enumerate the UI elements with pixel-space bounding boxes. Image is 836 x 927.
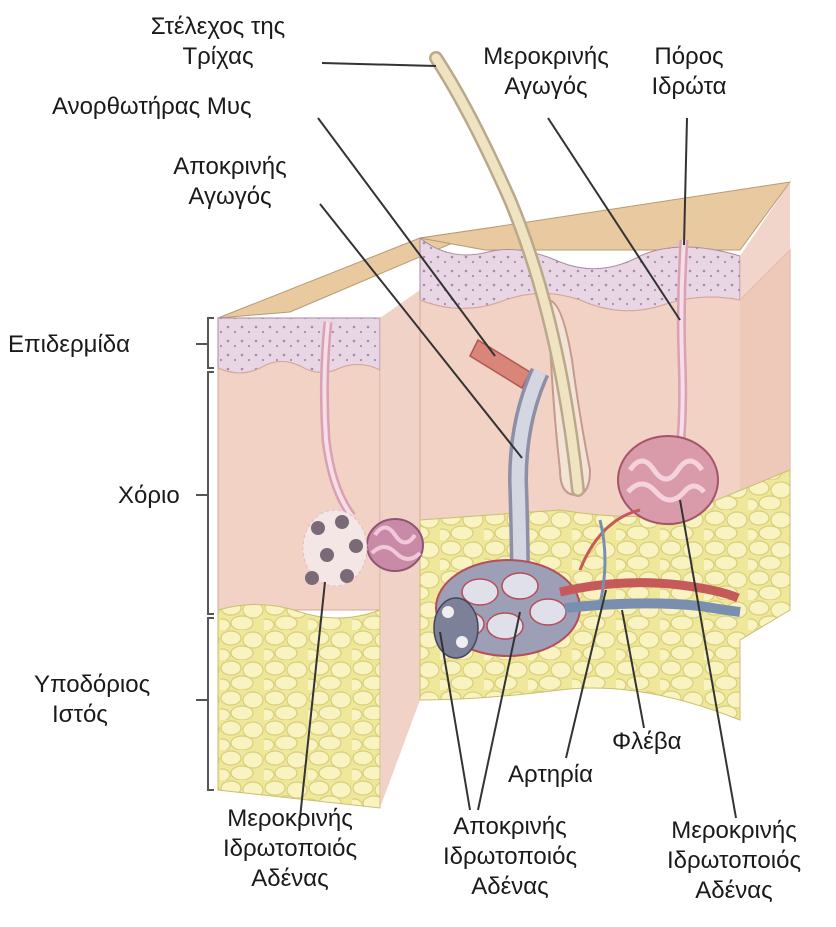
label-hypodermis-line2: Ιστός (34, 700, 150, 730)
label-apocrine-gland-line1: Αποκρινής (410, 812, 610, 842)
label-apocrine-gland: Αποκρινής Ιδρωτοποιός Αδένας (410, 812, 610, 902)
label-vein: Φλέβα (612, 727, 682, 757)
label-hypodermis-line1: Υποδόριος (34, 670, 150, 700)
label-merocrine-gland-left-line3: Αδένας (190, 864, 390, 894)
label-merocrine-gland-right-line1: Μεροκρινής (636, 816, 832, 846)
label-sweat-pore-line1: Πόρος (634, 42, 744, 72)
label-merocrine-duct-line2: Αγωγός (456, 72, 636, 102)
label-apocrine-duct-line1: Αποκρινής (140, 152, 320, 182)
label-epidermis: Επιδερμίδα (8, 330, 130, 360)
label-sweat-pore: Πόρος Ιδρώτα (634, 42, 744, 102)
label-apocrine-duct: Αποκρινής Αγωγός (140, 152, 320, 212)
label-merocrine-gland-left: Μεροκρινής Ιδρωτοποιός Αδένας (190, 804, 390, 894)
label-merocrine-gland-right-line3: Αδένας (636, 876, 832, 906)
label-hair-shaft: Στέλεχος της Τρίχας (118, 12, 318, 72)
label-merocrine-gland-right-line2: Ιδρωτοποιός (636, 846, 832, 876)
hypodermis-layer (218, 604, 380, 808)
label-hypodermis: Υποδόριος Ιστός (34, 670, 150, 730)
label-merocrine-gland-left-line2: Ιδρωτοποιός (190, 834, 390, 864)
label-merocrine-duct: Μεροκρινής Αγωγός (456, 42, 636, 102)
label-merocrine-duct-line1: Μεροκρινής (456, 42, 636, 72)
layer-brackets (196, 318, 214, 790)
apocrine-gland (434, 560, 580, 658)
label-apocrine-gland-line2: Ιδρωτοποιός (410, 842, 610, 872)
label-sweat-pore-line2: Ιδρώτα (634, 72, 744, 102)
label-apocrine-gland-line3: Αδένας (410, 872, 610, 902)
label-merocrine-gland-right: Μεροκρινής Ιδρωτοποιός Αδένας (636, 816, 832, 906)
label-artery: Αρτηρία (508, 760, 593, 790)
label-hair-shaft-line1: Στέλεχος της (118, 12, 318, 42)
label-merocrine-gland-left-line1: Μεροκρινής (190, 804, 390, 834)
skin-surface-right (420, 182, 790, 250)
label-apocrine-duct-line2: Αγωγός (140, 182, 320, 212)
label-hair-shaft-line2: Τρίχας (118, 42, 318, 72)
label-dermis: Χόριο (118, 481, 180, 511)
label-arrector-pili: Ανορθωτήρας Μυς (52, 92, 252, 122)
